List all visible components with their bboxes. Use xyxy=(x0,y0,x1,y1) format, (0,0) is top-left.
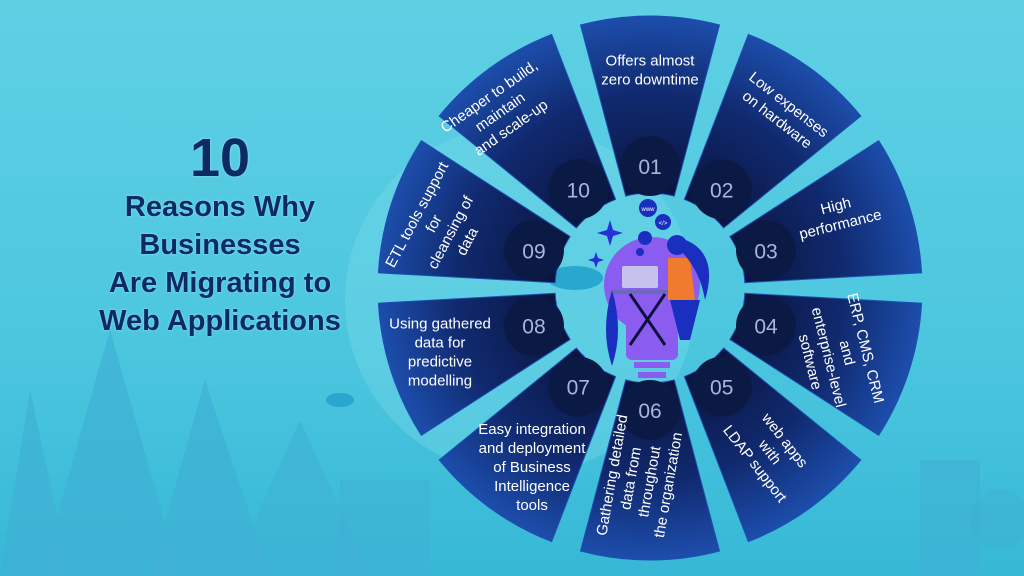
building-shape xyxy=(920,460,980,576)
title-line: Web Applications xyxy=(99,305,341,337)
number-bubble xyxy=(503,220,564,281)
tree-shape xyxy=(150,380,270,576)
reason-number: 02 xyxy=(710,179,733,202)
title-number: 10 xyxy=(189,128,251,188)
reason-number: 06 xyxy=(638,400,661,423)
woman-body xyxy=(668,258,695,300)
building-shape xyxy=(340,480,430,576)
cloud-icon xyxy=(547,266,603,290)
number-bubble xyxy=(736,220,797,281)
svg-text:</>: </> xyxy=(659,221,668,227)
reason-number: 09 xyxy=(522,240,545,263)
svg-text:www: www xyxy=(641,207,656,213)
desk xyxy=(612,290,692,294)
tree-shape xyxy=(230,420,370,576)
reason-number: 10 xyxy=(567,179,590,202)
tree-shape xyxy=(0,390,70,576)
reason-number: 07 xyxy=(567,377,590,400)
tree-shape xyxy=(40,330,180,576)
laptop-icon xyxy=(622,266,658,288)
title-line: Reasons Why xyxy=(124,191,316,223)
reason-number: 01 xyxy=(638,156,661,179)
page-title: 10 Reasons Why Businesses Are Migrating … xyxy=(60,128,380,340)
reason-number: 04 xyxy=(754,316,778,339)
lightbulb-woman-laptop-icon: www </> xyxy=(588,199,710,378)
reason-number: 08 xyxy=(522,316,545,339)
reason-number: 05 xyxy=(710,377,733,400)
code-bubble-icon xyxy=(655,214,671,230)
number-bubble xyxy=(691,159,752,220)
www-bubble-icon xyxy=(639,199,657,217)
plant-icon xyxy=(606,290,618,366)
number-bubble xyxy=(620,380,680,440)
number-bubble xyxy=(736,295,797,356)
number-bubble xyxy=(691,356,752,417)
reason-number: 03 xyxy=(754,240,777,263)
title-line: Are Migrating to xyxy=(108,267,332,299)
sparkle-icon xyxy=(588,252,604,268)
bush-shape xyxy=(970,490,1024,550)
number-bubble xyxy=(620,136,680,196)
title-line: Businesses xyxy=(139,229,301,261)
number-bubble xyxy=(548,356,609,417)
cloud-icon xyxy=(326,393,354,407)
number-bubble xyxy=(548,159,609,220)
sparkle-icon xyxy=(597,220,623,246)
number-bubble xyxy=(503,295,564,356)
